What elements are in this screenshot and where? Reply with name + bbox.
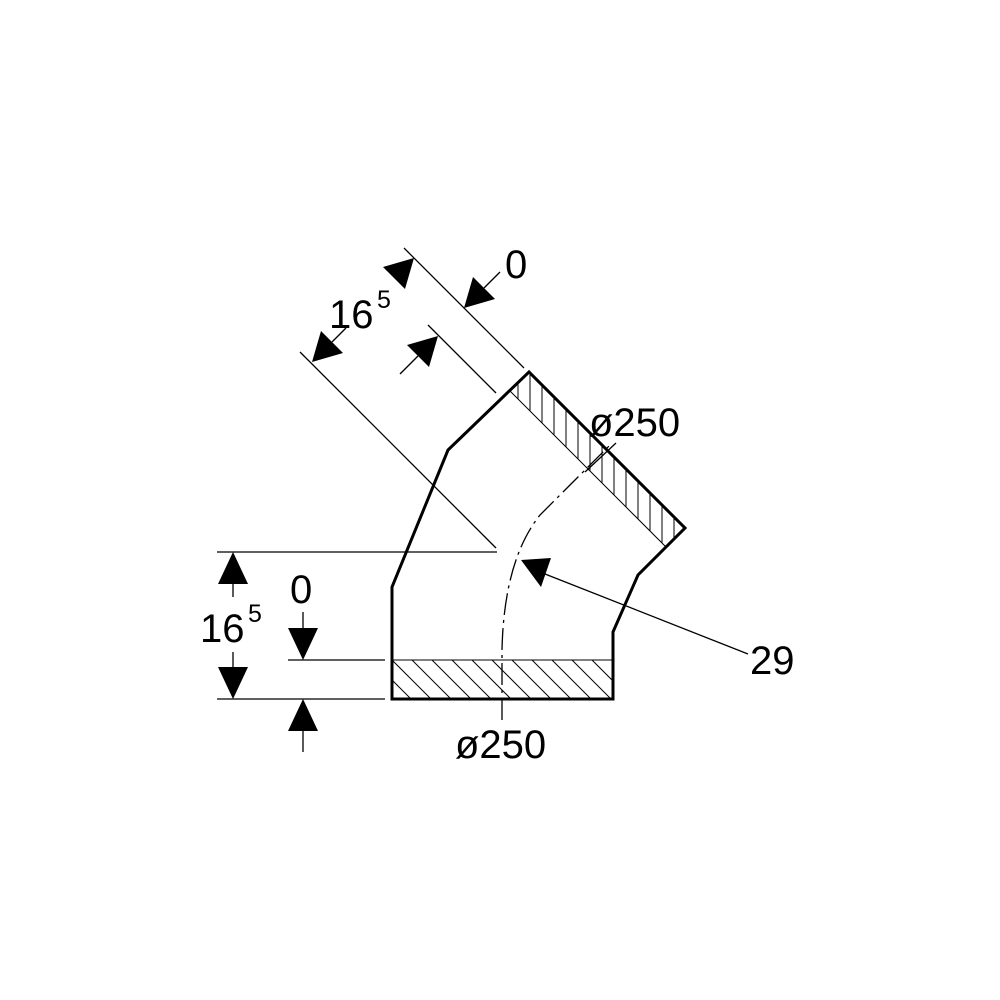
bottom-offset-arrow-up — [288, 699, 318, 731]
centerline — [501, 444, 611, 720]
bottom-offset-arrow-down — [288, 628, 318, 660]
top-length-arrow-upper — [383, 258, 414, 289]
top-offset-arrow-outer — [464, 277, 495, 308]
top-diameter-leader — [584, 442, 617, 473]
pipe-bend-outline — [390, 369, 688, 701]
top-offset-arrow-outer-tail — [483, 271, 501, 289]
top-length-arrow-lower-tail — [331, 327, 347, 343]
top-offset-arrow-inner-tail — [399, 355, 419, 375]
angle-leader-arrow — [521, 558, 551, 587]
top-extension-line-center — [299, 351, 497, 549]
top-diameter-label: ø250 — [589, 401, 680, 445]
top-offset-arrow-inner — [407, 336, 438, 367]
bottom-length-label: 16 — [200, 607, 245, 651]
top-offset-label: 0 — [505, 243, 527, 287]
bottom-socket-hatch — [392, 660, 613, 699]
bottom-length-superscript: 5 — [248, 600, 262, 628]
bottom-length-arrow-up — [218, 552, 248, 584]
top-extension-line-inner — [427, 324, 497, 394]
top-length-label: 16 — [329, 293, 374, 337]
bottom-offset-label: 0 — [290, 568, 312, 612]
top-length-arrow-lower — [312, 331, 343, 362]
top-length-superscript: 5 — [377, 286, 391, 314]
angle-label: 29 — [750, 639, 795, 683]
angle-leader-line — [544, 573, 749, 655]
bottom-diameter-label: ø250 — [455, 723, 546, 767]
bottom-length-arrow-down — [218, 667, 248, 699]
